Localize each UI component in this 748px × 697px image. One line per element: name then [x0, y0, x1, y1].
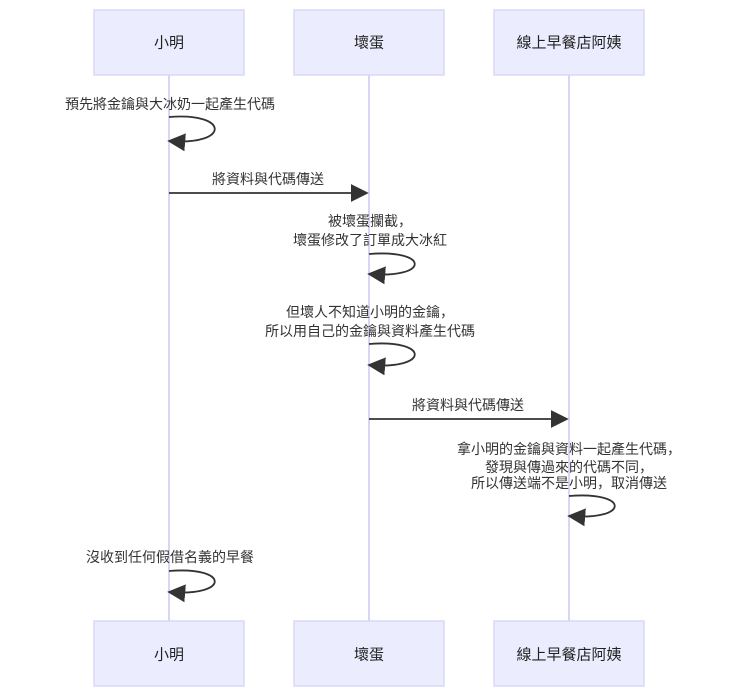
message-3-self-loop	[367, 252, 416, 285]
message-3-line2: 壞蛋修改了訂單成大冰紅	[293, 233, 447, 249]
actor-label: 壞蛋	[354, 34, 384, 52]
message-2-text: 將資料與代碼傳送	[212, 172, 324, 188]
actor-label: 線上早餐店阿姨	[516, 34, 621, 52]
message-3-line1: 被壞蛋攔截，	[328, 214, 412, 230]
message-6-self-loop	[567, 494, 616, 527]
message-6-line1: 拿小明的金鑰與資料一起產生代碼，	[457, 441, 681, 458]
actor-top-xiaoming: 小明	[93, 9, 245, 76]
message-1-self-loop	[167, 115, 216, 152]
message-7-text: 沒收到任何假借名義的早餐	[86, 549, 254, 566]
message-7-self-loop	[167, 569, 216, 603]
actor-label: 線上早餐店阿姨	[516, 646, 621, 664]
message-4-self-loop	[367, 342, 416, 376]
message-5-text: 將資料與代碼傳送	[412, 398, 524, 414]
actor-label: 小明	[154, 34, 184, 52]
message-1-text: 預先將金鑰與大冰奶一起產生代碼	[65, 96, 275, 113]
actor-bottom-ayi: 線上早餐店阿姨	[493, 620, 645, 687]
actor-bottom-huaidan: 壞蛋	[293, 620, 445, 687]
actor-top-ayi: 線上早餐店阿姨	[493, 9, 645, 76]
message-6-line3: 所以傳送端不是小明，取消傳送	[471, 476, 667, 492]
actor-label: 壞蛋	[354, 646, 384, 664]
message-4-line1: 但壞人不知道小明的金鑰，	[286, 304, 454, 321]
message-4-line2: 所以用自己的金鑰與資料產生代碼	[265, 323, 475, 340]
actor-label: 小明	[154, 646, 184, 664]
actor-top-huaidan: 壞蛋	[293, 9, 445, 76]
message-6-line2: 發現與傳過來的代碼不同，	[485, 460, 653, 476]
actor-bottom-xiaoming: 小明	[93, 620, 245, 687]
